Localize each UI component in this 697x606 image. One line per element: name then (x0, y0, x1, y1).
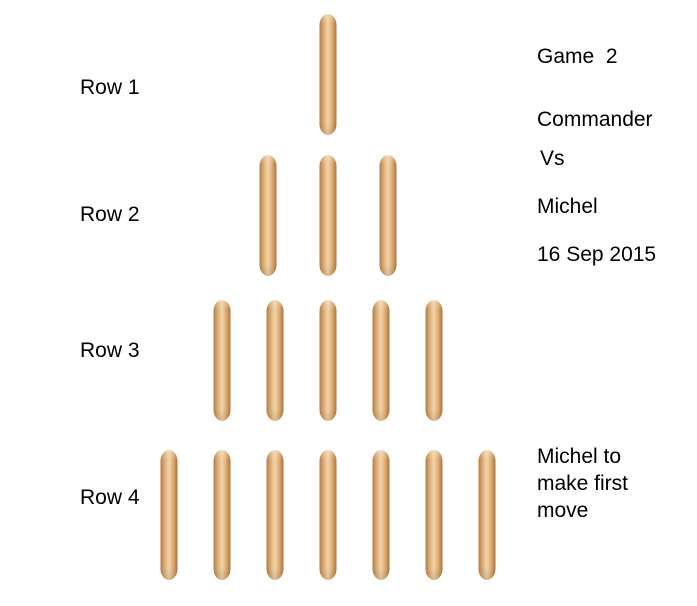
matchstick[interactable] (319, 14, 337, 135)
first-move-note: Michel to make first move (537, 445, 629, 522)
matchstick[interactable] (379, 155, 397, 276)
matchstick[interactable] (266, 450, 284, 580)
matchstick[interactable] (213, 450, 231, 580)
stick-row-1 (319, 14, 337, 135)
matchstick[interactable] (160, 450, 178, 580)
matchstick[interactable] (372, 450, 390, 580)
row-4-label: Row 4 (80, 486, 140, 509)
matchstick[interactable] (259, 155, 277, 276)
row-2-label: Row 2 (80, 203, 140, 226)
matchstick[interactable] (266, 300, 284, 421)
row-1-label: Row 1 (80, 76, 140, 99)
matchstick[interactable] (319, 300, 337, 421)
game-number-label: Game 2 (537, 45, 618, 68)
stick-row-2 (259, 155, 397, 276)
matchstick[interactable] (319, 155, 337, 276)
stick-row-4 (160, 450, 496, 580)
matchstick[interactable] (425, 450, 443, 580)
player2-name: Michel (537, 195, 598, 218)
row-3-label: Row 3 (80, 339, 140, 362)
vs-label: Vs (540, 147, 565, 170)
matchstick[interactable] (372, 300, 390, 421)
matchstick[interactable] (478, 450, 496, 580)
matchstick[interactable] (213, 300, 231, 421)
player1-name: Commander (537, 108, 653, 131)
game-date: 16 Sep 2015 (537, 243, 657, 266)
stick-row-3 (213, 300, 443, 421)
matchstick[interactable] (425, 300, 443, 421)
matchstick[interactable] (319, 450, 337, 580)
